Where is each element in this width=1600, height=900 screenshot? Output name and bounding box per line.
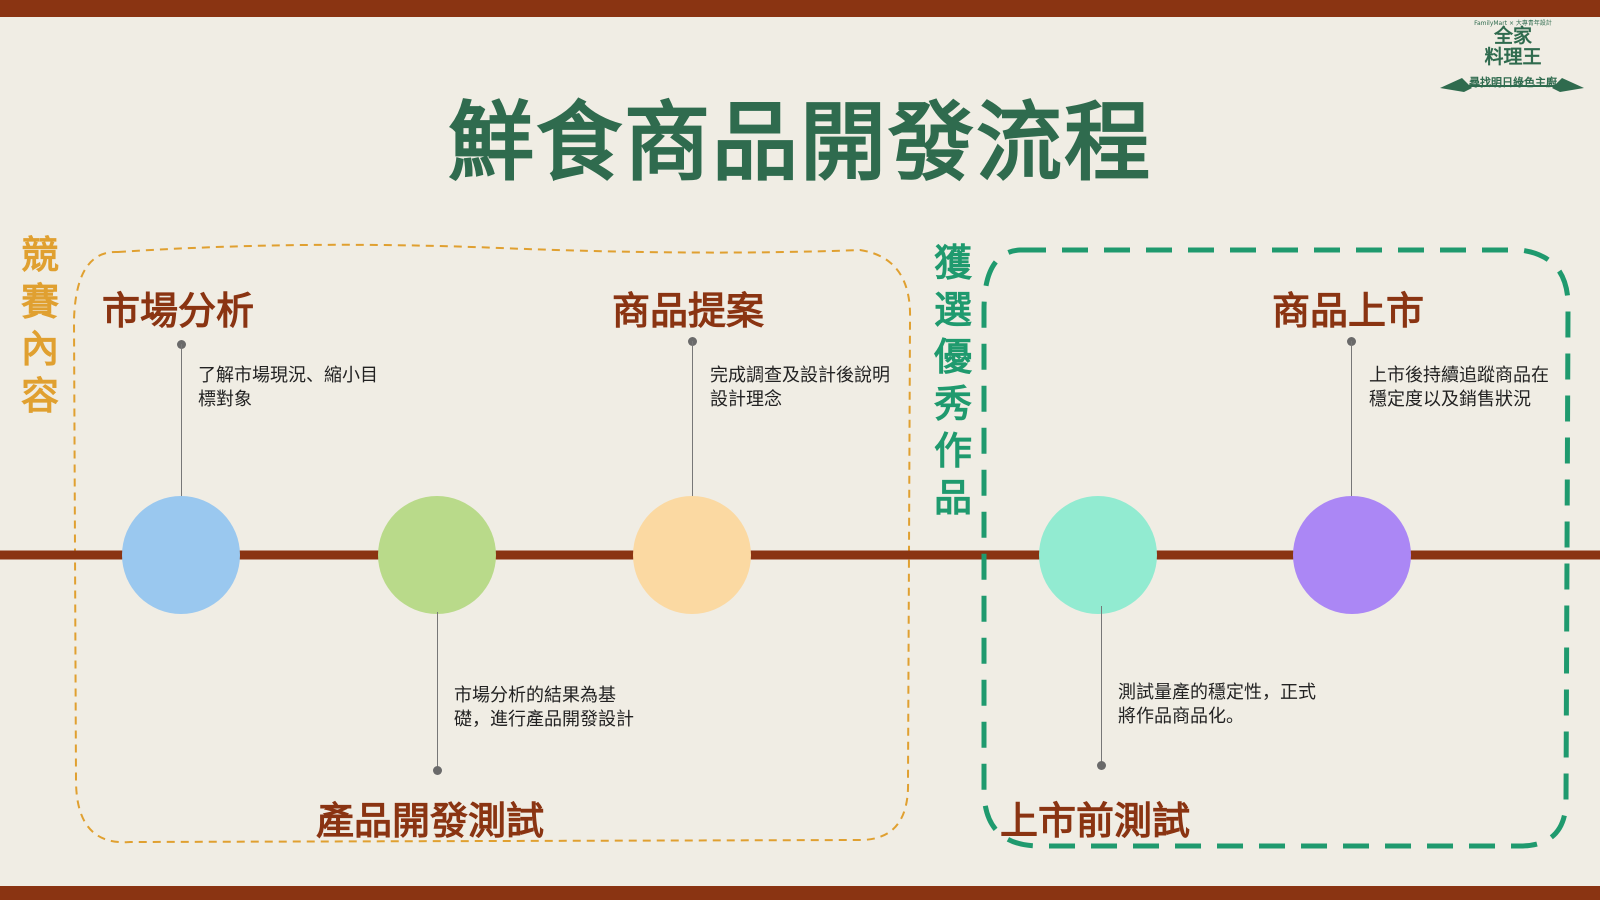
competition-group-label-char: 賽 bbox=[20, 280, 59, 324]
page-title: 鮮食商品開發流程 bbox=[448, 93, 1152, 193]
step-product-launch-node bbox=[1293, 496, 1411, 614]
step-product-proposal-title: 商品提案 bbox=[612, 289, 765, 333]
step-market-analysis-node bbox=[122, 496, 240, 614]
step-product-launch-desc: 上市後持續追蹤商品在穩定度以及銷售狀況 bbox=[1369, 365, 1549, 410]
step-product-dev-test-desc: 市場分析的結果為基礎，進行產品開發設計 bbox=[454, 685, 634, 730]
selected-group-label-char: 品 bbox=[933, 476, 972, 520]
competition-group-label-char: 內 bbox=[20, 327, 59, 371]
top-border-bar bbox=[0, 0, 1600, 17]
step-product-dev-test-node bbox=[378, 496, 496, 614]
logo-top-line: FamilyMart × 大專青年設計 bbox=[1474, 20, 1552, 27]
brand-logo: FamilyMart × 大專青年設計 全家 料理王 尋找明日綠色主廚 bbox=[1432, 18, 1592, 96]
step-product-dev-test-title: 產品開發測試 bbox=[316, 799, 545, 843]
step-product-launch-title: 商品上市 bbox=[1272, 289, 1425, 333]
selected-group-label-char: 秀 bbox=[933, 382, 972, 426]
step-product-proposal-node bbox=[633, 496, 751, 614]
logo-chef-hat-icon bbox=[1440, 78, 1584, 92]
bottom-border-bar bbox=[0, 886, 1600, 900]
logo-name: 全家 料理王 bbox=[1472, 26, 1554, 68]
step-prelaunch-test-title: 上市前測試 bbox=[1000, 799, 1191, 843]
selected-group-label-char: 優 bbox=[933, 335, 972, 379]
step-market-analysis-title: 市場分析 bbox=[102, 289, 255, 333]
step-prelaunch-test-dot bbox=[1097, 761, 1106, 770]
logo-slogan: 尋找明日綠色主廚 bbox=[1469, 76, 1557, 89]
competition-group-label: 競賽內容 bbox=[16, 232, 64, 420]
step-product-proposal-desc: 完成調查及設計後說明設計理念 bbox=[710, 365, 890, 410]
step-prelaunch-test-desc: 測試量產的穩定性，正式將作品商品化。 bbox=[1118, 682, 1316, 727]
step-prelaunch-test-node bbox=[1039, 496, 1157, 614]
step-product-dev-test-stem bbox=[437, 612, 438, 768]
selected-group-label: 獲選優秀作品 bbox=[929, 240, 977, 522]
step-product-launch-stem bbox=[1351, 341, 1352, 499]
step-product-dev-test-dot bbox=[433, 766, 442, 775]
competition-group-label-char: 競 bbox=[20, 233, 59, 277]
competition-group-label-char: 容 bbox=[20, 374, 59, 418]
step-prelaunch-test-stem bbox=[1101, 606, 1102, 764]
logo-name-line1: 全家 bbox=[1493, 25, 1532, 47]
selected-group-label-char: 獲 bbox=[933, 241, 972, 285]
step-product-proposal-stem bbox=[692, 341, 693, 499]
selected-group-frame bbox=[981, 247, 1571, 849]
step-market-analysis-stem bbox=[181, 344, 182, 500]
logo-name-line2: 料理王 bbox=[1484, 46, 1542, 68]
step-market-analysis-desc: 了解市場現況、縮小目標對象 bbox=[198, 365, 378, 410]
selected-group-label-char: 選 bbox=[933, 288, 972, 332]
competition-group-frame bbox=[72, 243, 912, 844]
selected-group-label-char: 作 bbox=[933, 429, 972, 473]
